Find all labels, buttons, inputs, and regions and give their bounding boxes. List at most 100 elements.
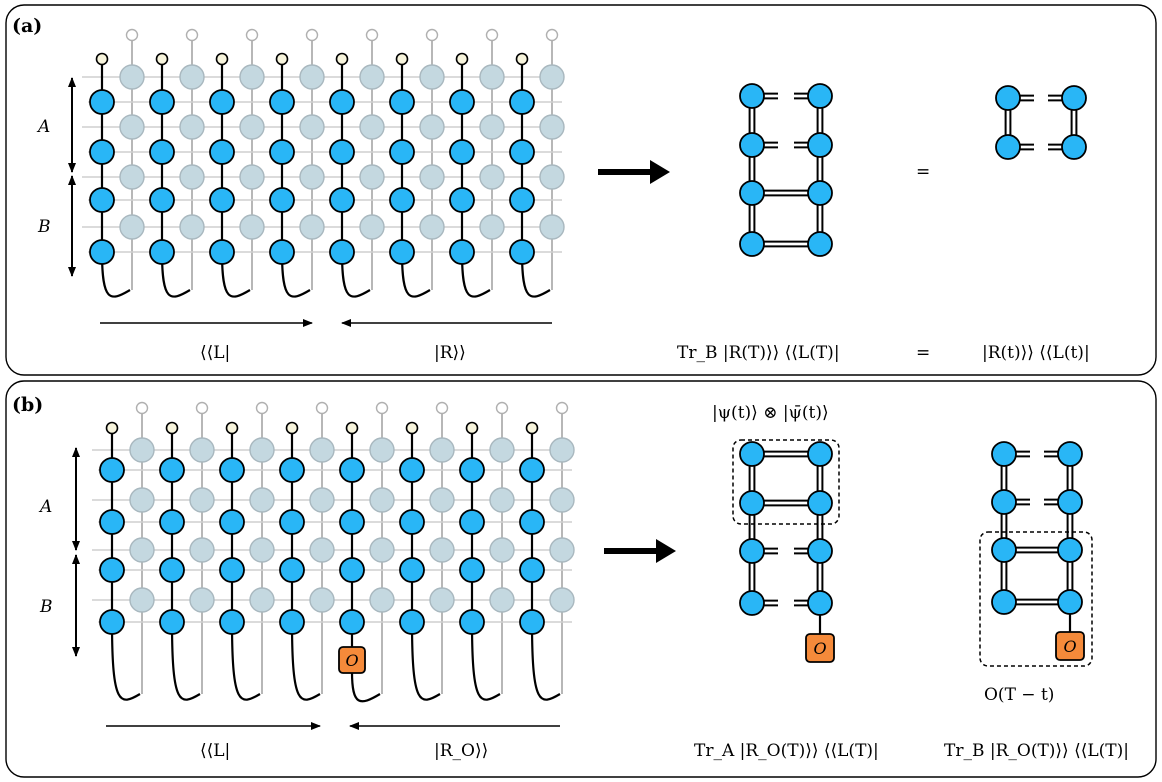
cap-node (335, 52, 349, 66)
tensor-node (739, 490, 765, 516)
ghost-node (129, 537, 155, 563)
tensor-node (99, 457, 125, 483)
operator-label: O (1063, 637, 1076, 656)
ghost-node (539, 164, 565, 190)
tensor-node (159, 509, 185, 535)
cap-node (275, 52, 289, 66)
tensor-node (99, 509, 125, 535)
operator-label: O (813, 639, 826, 658)
ghost-node (239, 114, 265, 140)
trace-loop (220, 251, 251, 298)
ghost-node (179, 114, 205, 140)
operator-box-outline (979, 531, 1093, 667)
ghost-node (299, 214, 325, 240)
tensor-node (807, 83, 833, 109)
ghost-cap (255, 401, 269, 415)
ghost-node (419, 214, 445, 240)
panel-b-frame (5, 380, 1157, 778)
ghost-node (299, 64, 325, 90)
ghost-node (179, 64, 205, 90)
ghost-cap (545, 28, 559, 42)
tensor-node (449, 187, 475, 213)
tensor-node (519, 509, 545, 535)
ghost-node (429, 437, 455, 463)
tensor-node (219, 557, 245, 583)
cap-node (155, 52, 169, 66)
panel-b-trace-a-label: Tr_A |R_O(T)⟩⟩ ⟨⟨L(T)| (694, 741, 879, 761)
ghost-node (249, 537, 275, 563)
cap-node (345, 421, 359, 435)
ghost-node (359, 114, 385, 140)
tensor-node (459, 457, 485, 483)
ghost-node (309, 537, 335, 563)
ghost-cap (195, 401, 209, 415)
tensor-node (739, 132, 765, 158)
ghost-node (119, 64, 145, 90)
tensor-node (509, 239, 535, 265)
ghost-node (119, 114, 145, 140)
ghost-node (419, 164, 445, 190)
tensor-node (159, 609, 185, 635)
tensor-node (995, 85, 1021, 111)
panel-a-equals-bottom: = (916, 343, 930, 363)
panel-a-label: (a) (12, 15, 42, 37)
ghost-node (239, 64, 265, 90)
operator-box (1055, 631, 1085, 661)
ghost-node (129, 437, 155, 463)
ghost-node (309, 587, 335, 613)
tensor-node (399, 609, 425, 635)
tensor-node (279, 457, 305, 483)
panel-a-result-label: Tr_B |R(T)⟩⟩ ⟨⟨L(T)| (677, 343, 840, 363)
tensor-node (519, 609, 545, 635)
ghost-node (479, 164, 505, 190)
ghost-node (129, 587, 155, 613)
tensor-node (1057, 441, 1083, 467)
tensor-node (389, 239, 415, 265)
ghost-node (359, 164, 385, 190)
tensor-node (807, 180, 833, 206)
trace-loop (110, 621, 141, 701)
panel-b-state-label: |ψ(t)⟩ ⊗ |ψ̄(t)⟩ (712, 403, 829, 423)
panel-b-right-label: |R_O⟩⟩ (434, 741, 488, 761)
operator-box (805, 633, 835, 663)
tensor-node (1057, 537, 1083, 563)
ghost-node (129, 487, 155, 513)
ghost-cap (375, 401, 389, 415)
ghost-node (479, 114, 505, 140)
ghost-node (419, 64, 445, 90)
tensor-node (459, 609, 485, 635)
tensor-node (1061, 134, 1087, 160)
tensor-node (279, 609, 305, 635)
operator-box (338, 646, 366, 674)
ghost-node (179, 164, 205, 190)
tensor-node (269, 89, 295, 115)
ghost-cap (305, 28, 319, 42)
tensor-node (149, 89, 175, 115)
tensor-node (269, 139, 295, 165)
tensor-node (149, 187, 175, 213)
tensor-node (449, 89, 475, 115)
ghost-node (179, 214, 205, 240)
tensor-node (269, 187, 295, 213)
ghost-node (309, 437, 335, 463)
tensor-node (1057, 589, 1083, 615)
ghost-node (249, 487, 275, 513)
tensor-node (459, 557, 485, 583)
tensor-node (991, 489, 1017, 515)
ghost-node (189, 587, 215, 613)
cap-node (285, 421, 299, 435)
tensor-node (449, 239, 475, 265)
ghost-node (359, 64, 385, 90)
tensor-node (339, 457, 365, 483)
tensor-node (459, 509, 485, 535)
ghost-cap (125, 28, 139, 42)
ghost-node (539, 114, 565, 140)
ghost-node (369, 587, 395, 613)
ghost-node (489, 537, 515, 563)
tensor-node (219, 609, 245, 635)
ghost-node (489, 487, 515, 513)
panel-a-map-arrowhead (650, 160, 670, 184)
ghost-cap (245, 28, 259, 42)
tensor-node (149, 139, 175, 165)
panel-a-region-a: A (36, 117, 50, 137)
